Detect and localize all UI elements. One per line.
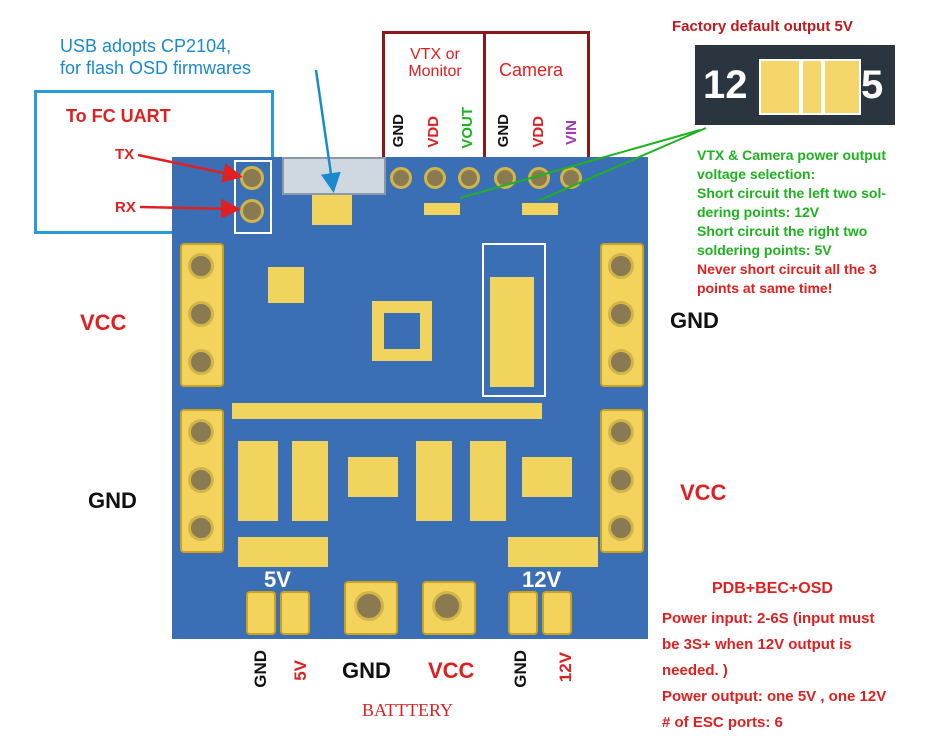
vtx-pin-vout: VOUT (459, 107, 476, 149)
warning-line1: Never short circuit all the 3 (697, 261, 877, 277)
gnd-left-hole-1 (188, 419, 214, 445)
ic-left (348, 457, 398, 497)
cam-jumper (522, 203, 558, 215)
cam-vin-hole (560, 167, 582, 189)
osd-chip-core (384, 313, 420, 349)
battery-label: BATTTERY (362, 700, 454, 720)
bottom-12v-label: 12V (556, 652, 575, 683)
jumper-pad-middle (801, 59, 823, 115)
batt-gnd-hole (354, 591, 384, 621)
regulator-pad (490, 277, 534, 387)
spec-line1: Power input: 2-6S (input must (662, 610, 875, 627)
spec-line5: # of ESC ports: 6 (662, 714, 783, 731)
jumper-pad-left (759, 59, 801, 115)
pad-5v-gnd (246, 591, 276, 635)
power-select-line5: Short circuit the right two (697, 223, 868, 239)
cap-left (238, 537, 328, 567)
gnd-right-hole-3 (608, 349, 634, 375)
vtx-pin-gnd: GND (390, 114, 407, 148)
gnd-right-label: GND (670, 308, 719, 333)
power-select-text: VTX & Camera power output voltage select… (697, 146, 886, 298)
warning-line2: points at same time! (697, 280, 833, 296)
smd-2 (232, 403, 432, 419)
gnd-left-hole-3 (188, 515, 214, 541)
pad-12v-gnd (508, 591, 538, 635)
power-select-line2: voltage selection: (697, 166, 816, 182)
camera-pin-vdd: VDD (530, 116, 547, 148)
silk-5v: 5V (264, 567, 291, 592)
gnd-left-label: GND (88, 488, 137, 513)
vtx-jumper (424, 203, 460, 215)
smd-3 (432, 403, 542, 419)
vcc-left-hole-3 (188, 349, 214, 375)
power-select-line6: soldering points: 5V (697, 242, 832, 258)
silk-12v: 12V (522, 567, 562, 592)
usb-contacts (312, 195, 352, 225)
pad-5v-out (280, 591, 310, 635)
spec-title: PDB+BEC+OSD (712, 580, 833, 597)
inductor-2 (292, 441, 328, 521)
power-select-line1: VTX & Camera power output (697, 147, 887, 163)
bottom-gnd-label: GND (342, 658, 391, 683)
vcc-left-hole-1 (188, 253, 214, 279)
usb-port (282, 157, 386, 195)
camera-pin-gnd: GND (495, 114, 512, 148)
power-select-line4: dering points: 12V (697, 204, 820, 220)
inductor-4 (470, 441, 506, 521)
vcc-right-hole-3 (608, 515, 634, 541)
pad-12v-out (542, 591, 572, 635)
spec-line4: Power output: one 5V , one 12V (662, 688, 887, 705)
vcc-right-label: VCC (680, 480, 727, 505)
bottom-gnd2-label: GND (511, 650, 530, 688)
rx-label: RX (115, 199, 136, 216)
rx-pad (240, 199, 264, 223)
jumper-pad-right (823, 59, 861, 115)
factory-default-label: Factory default output 5V (672, 18, 853, 35)
smd-1 (268, 267, 304, 303)
vcc-left-hole-2 (188, 301, 214, 327)
vtx-vout-hole (458, 167, 480, 189)
vtx-header-label: VTX or Monitor (408, 46, 462, 80)
vtx-vdd-hole (424, 167, 446, 189)
power-select-line3: Short circuit the left two sol- (697, 185, 887, 201)
pcb-board: 5V 12V (172, 157, 648, 639)
camera-pin-vin: VIN (563, 120, 580, 146)
specs-block: Power input: 2-6S (input must be 3S+ whe… (662, 606, 886, 736)
bottom-5v-label: 5V (291, 660, 310, 681)
spec-line3: needed. ) (662, 662, 728, 679)
usb-note-line1: USB adopts CP2104, (60, 36, 232, 56)
ic-right (522, 457, 572, 497)
bottom-vcc-label: VCC (428, 658, 475, 683)
uart-header (234, 160, 272, 234)
gnd-left-hole-2 (188, 467, 214, 493)
regulator-chip (482, 243, 546, 397)
tx-pad (240, 166, 264, 190)
jumper-5-label: 5 (861, 63, 884, 107)
tx-label: TX (115, 146, 135, 163)
spec-line2: be 3S+ when 12V output is (662, 636, 852, 653)
jumper-12-label: 12 (703, 63, 748, 107)
vcc-right-hole-1 (608, 419, 634, 445)
vcc-left-label: VCC (80, 310, 127, 335)
usb-note-line2: for flash OSD firmwares (60, 58, 252, 78)
fc-uart-label: To FC UART (66, 106, 171, 126)
gnd-right-hole-1 (608, 253, 634, 279)
vtx-gnd-hole (390, 167, 412, 189)
vcc-right-hole-2 (608, 467, 634, 493)
cam-vdd-hole (528, 167, 550, 189)
inductor-3 (416, 441, 452, 521)
inductor-1 (238, 441, 278, 521)
gnd-right-hole-2 (608, 301, 634, 327)
cap-right (508, 537, 598, 567)
vtx-pin-vdd: VDD (425, 116, 442, 148)
batt-vcc-hole (432, 591, 462, 621)
bottom-gnd1-label: GND (251, 650, 270, 688)
jumper-closeup: 12 5 (695, 45, 895, 125)
camera-header-label: Camera (499, 60, 564, 80)
cam-gnd-hole (494, 167, 516, 189)
